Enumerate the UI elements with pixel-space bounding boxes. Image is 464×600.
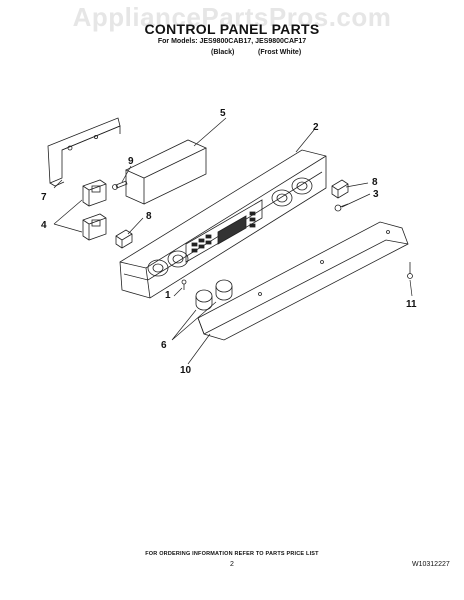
ordering-note: FOR ORDERING INFORMATION REFER TO PARTS … — [145, 551, 319, 557]
callout-5: 5 — [220, 108, 226, 119]
page-title: CONTROL PANEL PARTS — [144, 21, 320, 37]
callout-8-left: 8 — [146, 211, 152, 222]
leader-lines — [53, 117, 413, 365]
callout-2: 2 — [313, 122, 319, 133]
callout-8-right: 8 — [372, 177, 378, 188]
callout-11: 11 — [406, 299, 417, 310]
color-white-label: (Frost White) — [258, 49, 302, 56]
part-6-knob-right — [215, 279, 233, 301]
part-10-rear-panel — [197, 221, 409, 341]
callout-1: 1 — [165, 290, 171, 301]
part-4-switch-lower — [82, 213, 107, 241]
part-5-cover — [125, 139, 207, 205]
callout-3: 3 — [373, 189, 379, 200]
document-number: W10312227 — [412, 561, 450, 568]
watermark-logo: AppliancePartsPros.com — [72, 2, 392, 32]
callout-7: 7 — [41, 192, 47, 203]
part-6-knob-left — [195, 289, 213, 311]
part-9-screw — [112, 180, 128, 190]
part-8-clip-right — [331, 179, 349, 199]
models-line: For Models: JES9800CAB17, JES9800CAF17 — [157, 38, 307, 45]
color-black-label: (Black) — [211, 49, 235, 56]
part-1-screw — [181, 279, 187, 290]
part-4-switch-upper — [82, 179, 107, 207]
part-2-console — [119, 149, 327, 299]
part-7-bracket — [47, 117, 121, 187]
callout-9: 9 — [128, 156, 134, 167]
part-8-clip-left — [115, 229, 133, 249]
callout-10: 10 — [180, 365, 192, 376]
callout-6: 6 — [161, 340, 167, 351]
callout-4: 4 — [41, 220, 47, 231]
page-number: 2 — [230, 561, 234, 568]
part-11-screw — [407, 262, 413, 279]
